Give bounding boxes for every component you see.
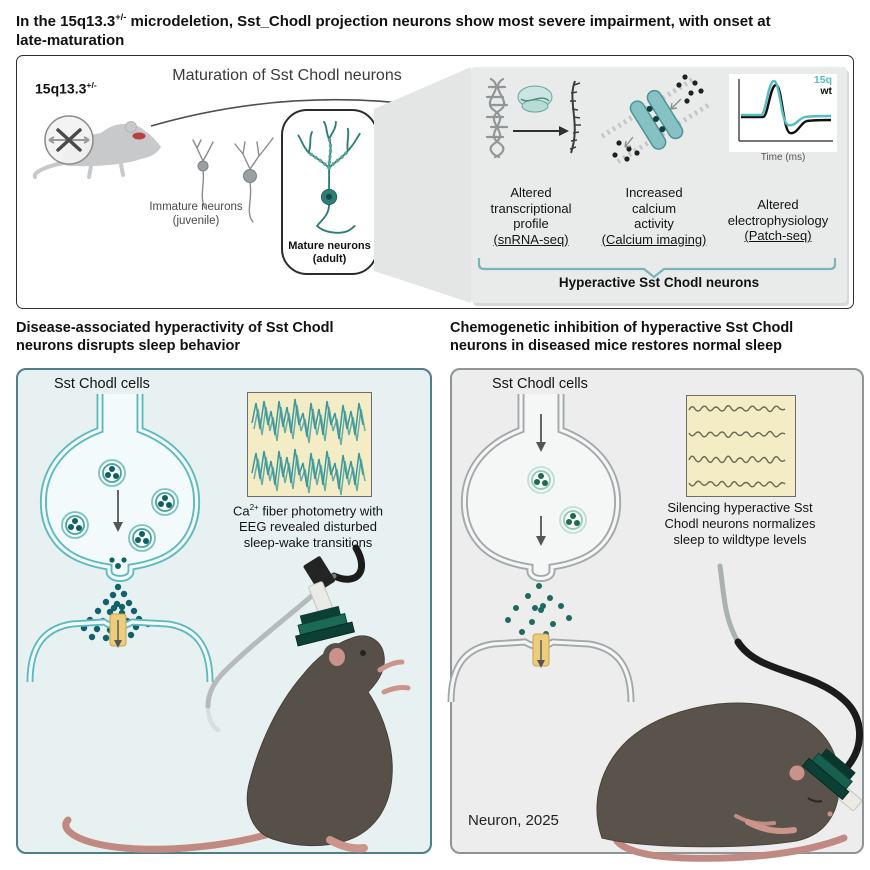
disturbed-eeg-box — [247, 392, 372, 497]
mature-neuron-box: Mature neurons (adult) — [281, 109, 378, 275]
immature-neurons-icon — [192, 137, 274, 223]
title-line1: In the 15q13.3+/- microdeletion, Sst_Cho… — [16, 12, 771, 30]
dna-helix-icon — [485, 77, 509, 159]
right-panel-heading: Chemogenetic inhibition of hyperactive S… — [450, 320, 794, 354]
ephys-plot: 15q wt — [729, 74, 837, 152]
sleeping-mouse — [596, 702, 863, 862]
calcium-ions — [612, 74, 704, 162]
ribosome-icon — [517, 85, 553, 113]
calcium-channel-icon — [600, 74, 713, 164]
normal-eeg-traces — [688, 405, 786, 488]
hyperactive-synapse-illustration — [26, 394, 411, 853]
immature-neurons-label: Immature neurons (juvenile) — [149, 201, 243, 227]
silenced-synapse-illustration — [447, 394, 863, 862]
cells-label-right: Sst Chodl cells — [492, 376, 588, 392]
method-snrna-seq: (snRNA-seq) — [493, 231, 569, 247]
ephys-xlabel: Time (ms) — [760, 152, 806, 163]
transcription-icon — [485, 77, 581, 159]
vesicles — [61, 459, 179, 552]
standing-mouse — [62, 556, 411, 853]
legend-wt: wt — [820, 85, 832, 97]
rescue-panel: Sst Chodl cells Silencing hyperactive Ss… — [447, 368, 864, 862]
finding-transcription: Altered transcriptional profile (snRNA-s… — [471, 185, 591, 247]
chromosome-deletion-icon — [44, 115, 94, 165]
ephys-legend: 15q wt — [814, 75, 832, 97]
mutant-mouse-icon — [32, 115, 161, 179]
disturbed-eeg-traces — [251, 398, 366, 496]
action-potential-traces — [738, 79, 833, 142]
legend-15q: 15q — [813, 74, 832, 86]
mrna-icon — [569, 80, 581, 154]
cells-label-left: Sst Chodl cells — [54, 376, 150, 392]
mature-neuron-icon — [297, 120, 361, 234]
left-panel-heading: Disease-associated hyperactivity of Sst … — [16, 320, 334, 354]
mature-neurons-label: Mature neurons (adult) — [288, 240, 371, 265]
method-calcium-imaging: (Calcium imaging) — [601, 231, 707, 247]
head-implant — [295, 556, 355, 647]
bracket-label: Hyperactive Sst Chodl neurons — [558, 275, 760, 290]
brain-region-marker — [132, 132, 146, 140]
disease-panel: Sst Chodl cells Ca2+ fiber photometry wi… — [16, 368, 432, 854]
summary-bracket — [477, 258, 837, 279]
maturation-title: Maturation of Sst Chodl neurons — [172, 67, 402, 84]
zoom-funnel — [374, 67, 471, 303]
figure-title: In the 15q13.3+/- microdeletion, Sst_Cho… — [16, 8, 858, 50]
findings-panel: 15q wt Time (ms) Altered transcriptional… — [471, 67, 847, 303]
genotype-label: 15q13.3+/- — [35, 80, 97, 97]
finding-calcium: Increased calcium activity (Calcium imag… — [593, 185, 715, 247]
photometry-caption: Ca2+ fiber photometry with EEG revealed … — [232, 503, 384, 551]
journal-citation: Neuron, 2025 — [468, 812, 559, 829]
normal-eeg-box — [686, 395, 796, 497]
finding-ephys: Altered electrophysiology (Patch-seq) — [717, 197, 839, 244]
head-implant — [801, 748, 863, 811]
photometry-cable — [205, 544, 365, 733]
released-neurotransmitter — [505, 583, 572, 637]
title-line2: late-maturation — [16, 32, 125, 49]
silencing-caption: Silencing hyperactive Sst Chodl neurons … — [664, 500, 816, 547]
vesicles — [527, 466, 587, 534]
method-patch-seq: (Patch-seq) — [744, 228, 812, 243]
receptor-channel — [109, 613, 127, 648]
maturation-panel: 15q13.3+/- Maturation of Sst Chodl neuro… — [16, 55, 854, 309]
receptor-channel — [532, 633, 550, 668]
